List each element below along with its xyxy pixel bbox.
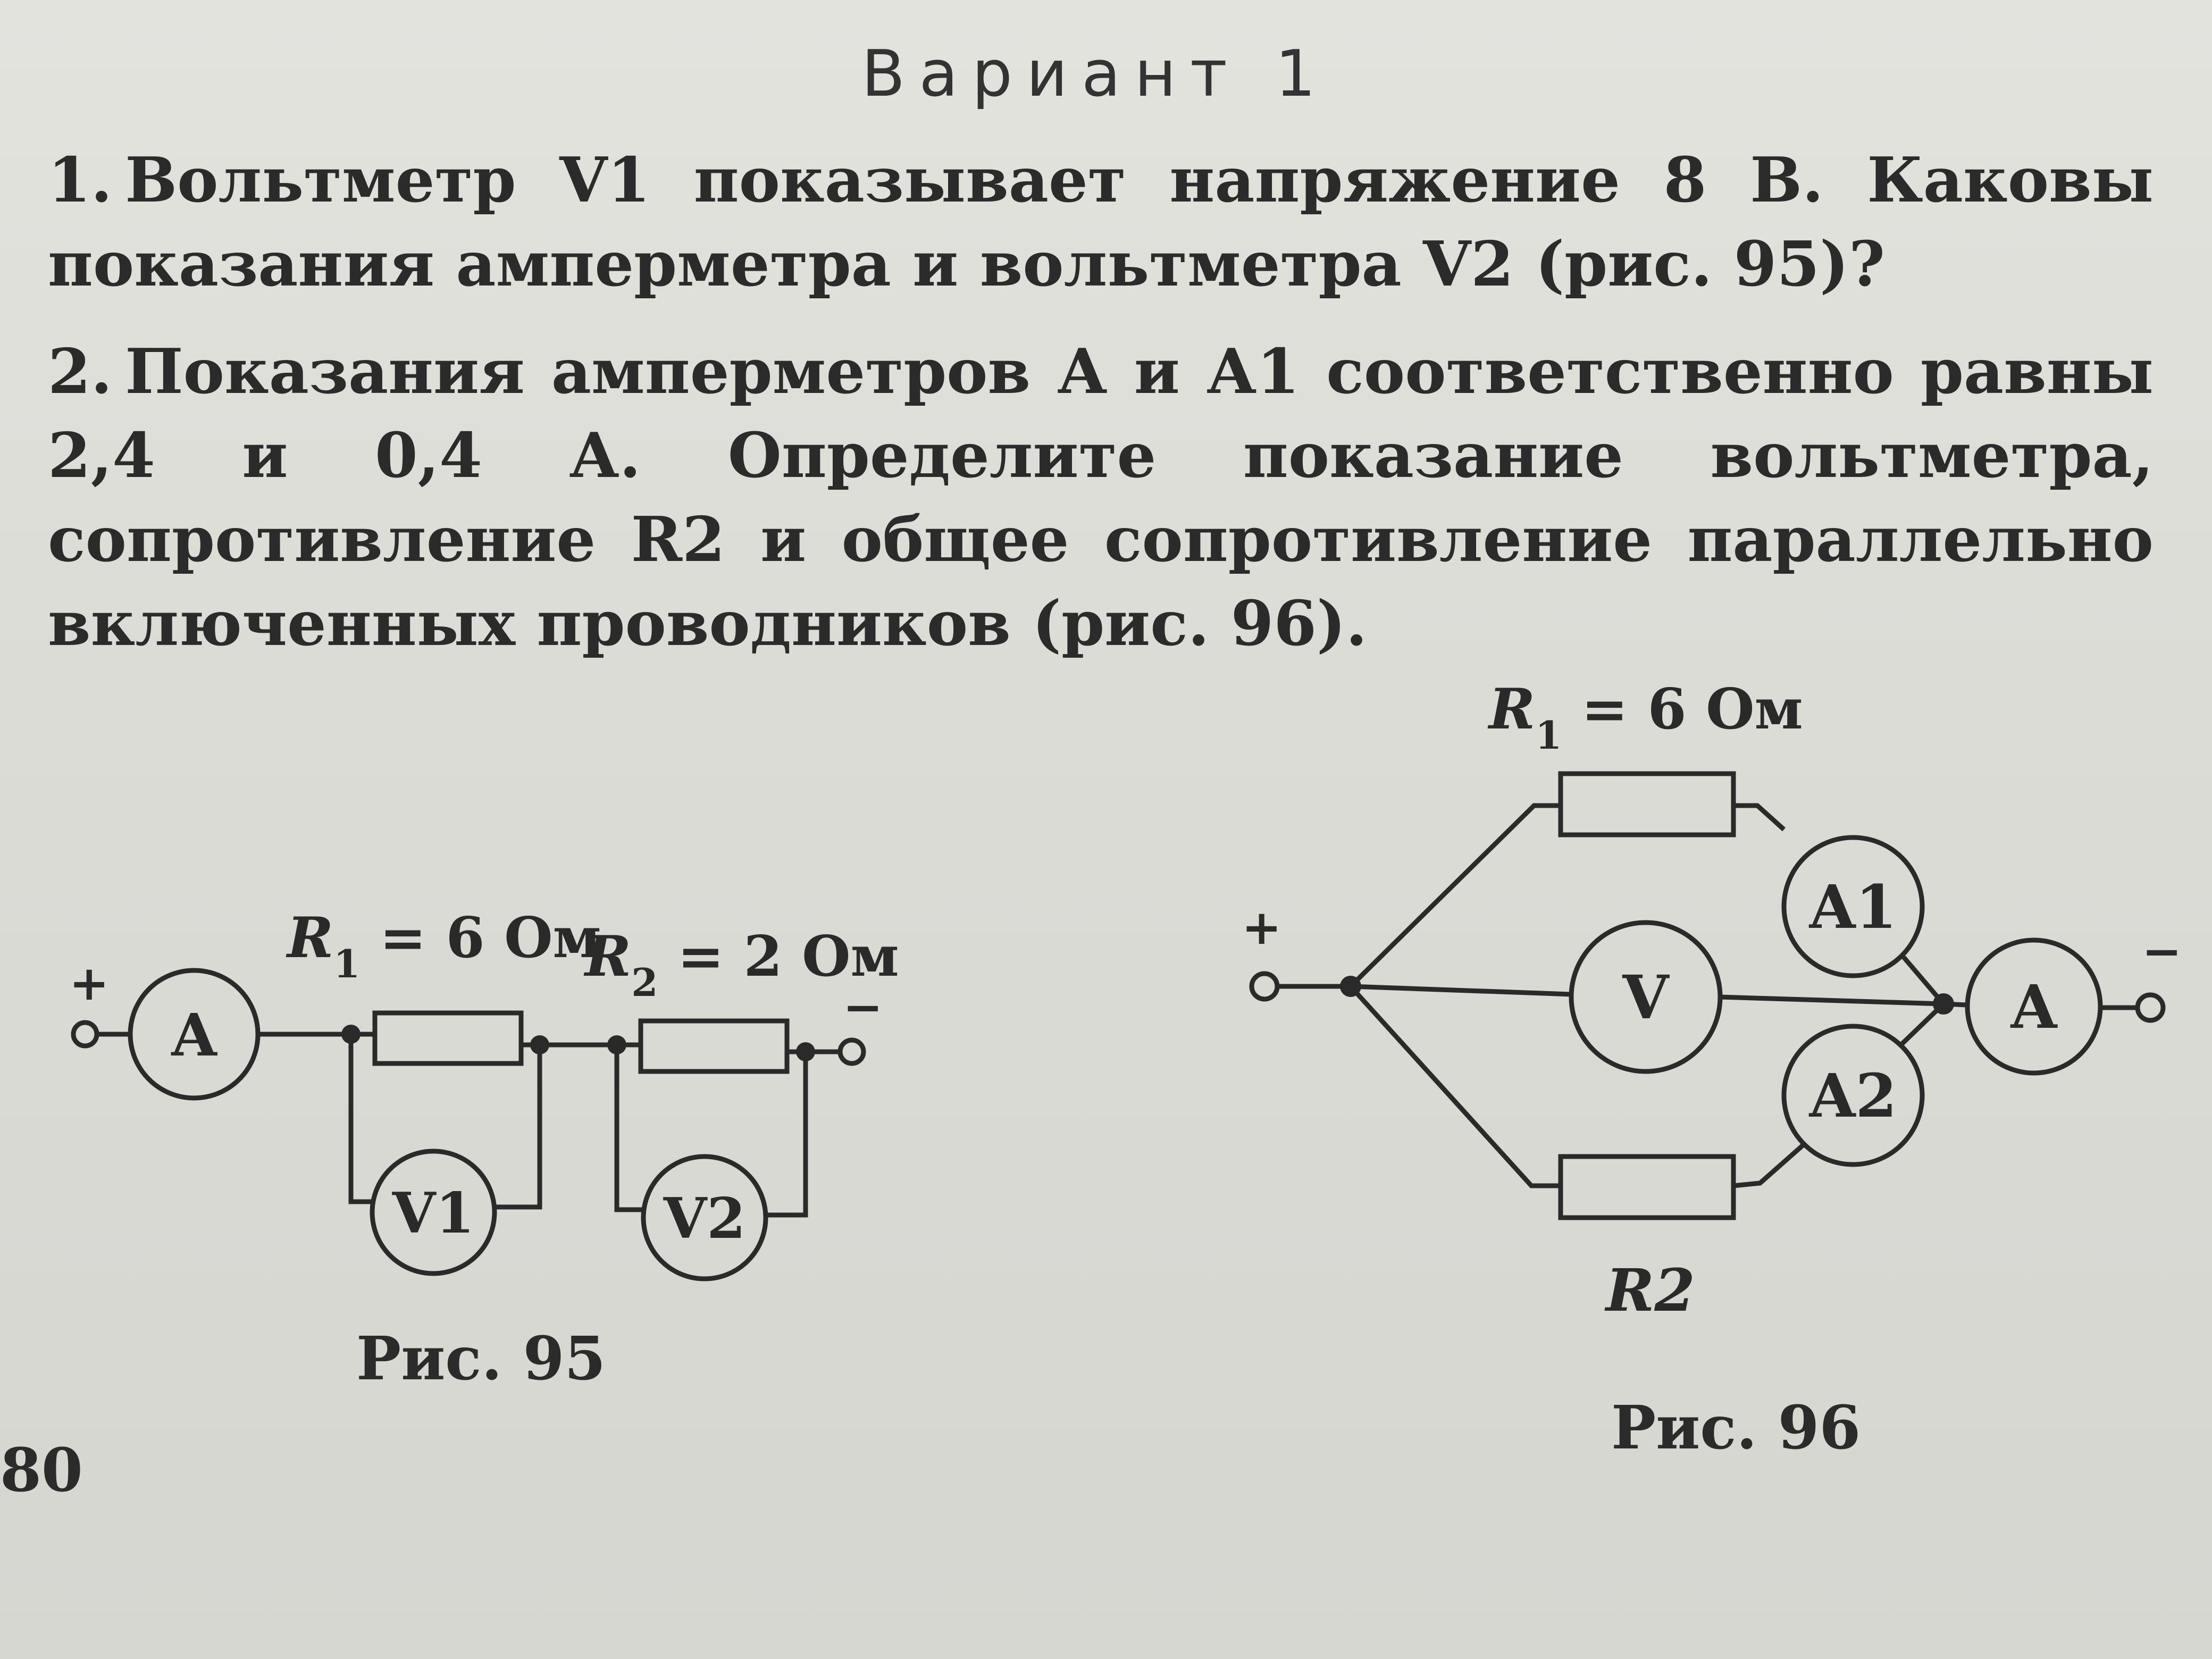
fig95-wire <box>765 1052 808 1218</box>
fig96-wire <box>1943 1001 1968 1008</box>
fig96-wire <box>1348 984 1561 1188</box>
problem-1-text: Вольтметр V1 показывает напряжение 8 В. … <box>48 144 2154 300</box>
fig96-r2-label: R2 <box>1604 1256 1695 1325</box>
fig95-r1-label: R1 = 6 Ом <box>286 904 601 986</box>
fig96-wire <box>1348 803 1561 988</box>
problem-2-number: 2. <box>48 336 113 408</box>
fig95-positive-terminal <box>71 1020 99 1049</box>
fig96-ammeter-a2 <box>1781 1024 1925 1167</box>
fig95-voltmeter-v2 <box>641 1154 768 1281</box>
fig95-wire <box>493 1045 542 1210</box>
fig95-r2-label: R2 = 2 Ом <box>583 923 899 1005</box>
fig95-minus-sign: − <box>843 979 883 1035</box>
fig95-voltmeter-v1 <box>370 1149 497 1276</box>
fig95-caption: Рис. 95 <box>356 1324 606 1394</box>
fig95-resistor-r2 <box>638 1018 790 1074</box>
fig96-resistor-r2 <box>1558 1154 1736 1220</box>
fig95-r1-subscript: 1 <box>333 941 360 986</box>
fig96-wire <box>1720 994 1944 1007</box>
fig96-wire <box>1733 803 1786 832</box>
fig95-v1-label: V1 <box>392 1180 475 1246</box>
fig96-plus-sign: + <box>1242 899 1281 956</box>
fig96-r1-label: R1 = 6 Ом <box>1487 676 1803 758</box>
fig96-caption: Рис. 96 <box>1611 1393 1861 1463</box>
fig95-resistor-r1 <box>372 1010 524 1066</box>
fig96-positive-terminal <box>1249 971 1280 1002</box>
page-number: 80 <box>0 1436 83 1505</box>
fig95-wire <box>348 1034 375 1204</box>
fig96-resistor-r1 <box>1558 771 1736 837</box>
fig96-a1-label: A1 <box>1809 873 1897 942</box>
fig96-a2-label: A2 <box>1809 1061 1897 1131</box>
fig95-r1-value: = 6 Ом <box>360 904 601 970</box>
fig96-wire <box>1733 1141 1807 1188</box>
fig96-a-label: A <box>2010 973 2058 1042</box>
fig95-r2-value: = 2 Ом <box>658 923 899 989</box>
fig96-wire <box>1350 984 1572 997</box>
problem-2-text: Показания амперметров А и А1 соответстве… <box>48 336 2154 660</box>
fig96-ammeter-a1 <box>1781 835 1925 978</box>
fig95-r2-symbol: R <box>583 923 631 989</box>
figure-96: + A1 V A2 A <box>1242 676 2182 1325</box>
fig96-v-label: V <box>1622 963 1670 1033</box>
fig96-r1-value: = 6 Ом <box>1562 676 1803 742</box>
fig95-wire <box>614 1045 643 1212</box>
fig95-ammeter-label: A <box>171 1001 217 1069</box>
problem-1: 1.Вольтметр V1 показывает напряжение 8 В… <box>48 138 2154 306</box>
fig95-r1-symbol: R <box>286 904 333 970</box>
variant-heading: Вариант 1 <box>861 37 1330 111</box>
fig95-r2-subscript: 2 <box>631 960 658 1005</box>
fig96-r1-subscript: 1 <box>1535 713 1562 758</box>
fig95-v2-label: V2 <box>663 1185 746 1251</box>
fig96-negative-terminal <box>2135 992 2166 1023</box>
figure-95: + A − V1 <box>69 904 899 1281</box>
fig95-negative-terminal <box>837 1037 866 1066</box>
problem-2: 2.Показания амперметров А и А1 соответст… <box>48 330 2154 666</box>
fig96-minus-sign: − <box>2142 923 2182 979</box>
fig96-r1-symbol: R <box>1487 676 1535 742</box>
problem-1-number: 1. <box>48 144 113 216</box>
fig95-plus-sign: + <box>69 955 109 1011</box>
